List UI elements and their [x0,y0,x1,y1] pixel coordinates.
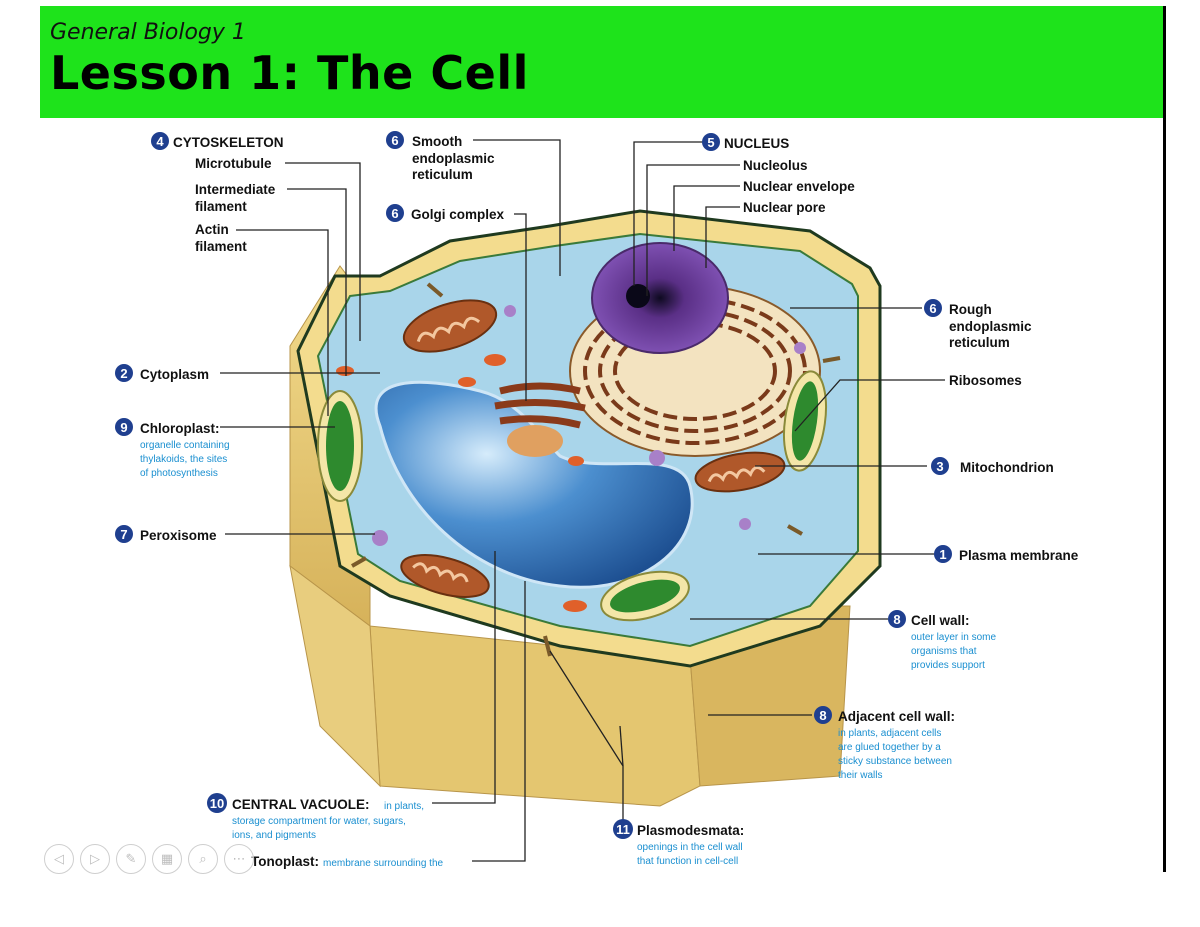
svg-text:Mitochondrion: Mitochondrion [960,460,1054,475]
label-plasma-membrane: 1 Plasma membrane [934,545,1079,563]
svg-text:storage compartment for water,: storage compartment for water, sugars, [232,816,406,827]
label-microtubule: Microtubule [195,156,272,171]
label-mitochondrion: 3 Mitochondrion [931,457,1054,475]
svg-text:Cytoplasm: Cytoplasm [140,367,209,382]
svg-text:3: 3 [936,459,943,474]
svg-text:1: 1 [939,547,946,562]
svg-text:are glued together by a: are glued together by a [838,742,941,753]
slideshow-toolbar: ◁ ▷ ✎ ▦ ⌕ ⋯ [44,844,254,874]
label-intermediate-line2: filament [195,199,247,214]
label-nuclear-pore: Nuclear pore [743,200,826,215]
label-cell-wall: 8 Cell wall: outer layer in some organis… [888,610,996,671]
plant-cell-diagram: 4 CYTOSKELETON Microtubule Intermediate … [40,6,1165,872]
label-cytoplasm: 2 Cytoplasm [115,364,209,382]
svg-text:reticulum: reticulum [949,335,1010,350]
svg-text:ions, and pigments: ions, and pigments [232,830,316,841]
label-nuclear-envelope: Nuclear envelope [743,179,855,194]
label-central-vacuole: 10 CENTRAL VACUOLE: in plants, storage c… [207,793,424,841]
slides-icon[interactable]: ▦ [152,844,182,874]
svg-text:Peroxisome: Peroxisome [140,528,217,543]
nucleus-shape [592,243,728,353]
svg-text:CENTRAL VACUOLE:: CENTRAL VACUOLE: [232,797,370,812]
svg-text:8: 8 [819,708,826,723]
svg-text:4: 4 [156,134,164,149]
svg-text:reticulum: reticulum [412,167,473,182]
label-actin-line1: Actin [195,222,229,237]
label-cytoskeleton: 4 CYTOSKELETON [151,132,284,150]
svg-text:5: 5 [707,135,714,150]
slide: General Biology 1 Lesson 1: The Cell [40,6,1165,872]
svg-text:2: 2 [120,366,127,381]
label-ribosomes: Ribosomes [949,373,1022,388]
svg-text:NUCLEUS: NUCLEUS [724,136,789,151]
label-chloroplast: 9 Chloroplast: organelle containing thyl… [115,418,230,479]
svg-text:8: 8 [893,612,900,627]
svg-text:Rough: Rough [949,302,992,317]
svg-text:endoplasmic: endoplasmic [412,151,495,166]
svg-text:Chloroplast:: Chloroplast: [140,421,220,436]
label-peroxisome: 7 Peroxisome [115,525,217,543]
label-actin-line2: filament [195,239,247,254]
label-plasmodesmata: 11 Plasmodesmata: openings in the cell w… [613,819,744,867]
next-icon[interactable]: ▷ [80,844,110,874]
svg-text:CYTOSKELETON: CYTOSKELETON [173,135,284,150]
svg-text:10: 10 [210,796,224,811]
label-smooth-er: 6 Smooth endoplasmic reticulum [386,131,495,182]
label-nucleus: 5 NUCLEUS [702,133,789,151]
label-rough-er: 6 Rough endoplasmic reticulum [924,299,1032,350]
svg-text:organisms that: organisms that [911,646,977,657]
label-nucleolus: Nucleolus [743,158,808,173]
label-intermediate-line1: Intermediate [195,182,276,197]
svg-text:Tonoplast:: Tonoplast: [251,854,319,869]
label-golgi: 6 Golgi complex [386,204,505,222]
svg-text:in plants,: in plants, [384,801,424,812]
more-icon[interactable]: ⋯ [224,844,254,874]
slide-border [1163,6,1166,872]
svg-text:in plants, adjacent cells: in plants, adjacent cells [838,728,941,739]
svg-text:their walls: their walls [838,770,882,781]
svg-text:6: 6 [391,206,398,221]
svg-text:Smooth: Smooth [412,134,462,149]
svg-text:openings in the cell wall: openings in the cell wall [637,842,743,853]
svg-text:Plasma membrane: Plasma membrane [959,548,1079,563]
svg-text:7: 7 [120,527,127,542]
svg-text:of photosynthesis: of photosynthesis [140,468,218,479]
pen-icon[interactable]: ✎ [116,844,146,874]
prev-icon[interactable]: ◁ [44,844,74,874]
svg-text:membrane surrounding the: membrane surrounding the [323,858,444,869]
svg-text:that function in cell-cell: that function in cell-cell [637,856,738,867]
svg-text:Adjacent cell wall:: Adjacent cell wall: [838,709,955,724]
svg-text:provides support: provides support [911,660,985,671]
svg-text:6: 6 [391,133,398,148]
svg-text:6: 6 [929,301,936,316]
svg-text:9: 9 [120,420,127,435]
svg-text:Golgi complex: Golgi complex [411,207,505,222]
zoom-icon[interactable]: ⌕ [188,844,218,874]
label-tonoplast: Tonoplast: membrane surrounding the [251,854,444,869]
svg-text:sticky substance between: sticky substance between [838,756,952,767]
svg-text:11: 11 [616,822,630,837]
svg-text:thylakoids, the sites: thylakoids, the sites [140,454,227,465]
svg-text:organelle containing: organelle containing [140,440,230,451]
svg-text:Plasmodesmata:: Plasmodesmata: [637,823,744,838]
svg-text:Cell wall:: Cell wall: [911,613,970,628]
svg-text:outer layer in some: outer layer in some [911,632,996,643]
svg-text:endoplasmic: endoplasmic [949,319,1032,334]
